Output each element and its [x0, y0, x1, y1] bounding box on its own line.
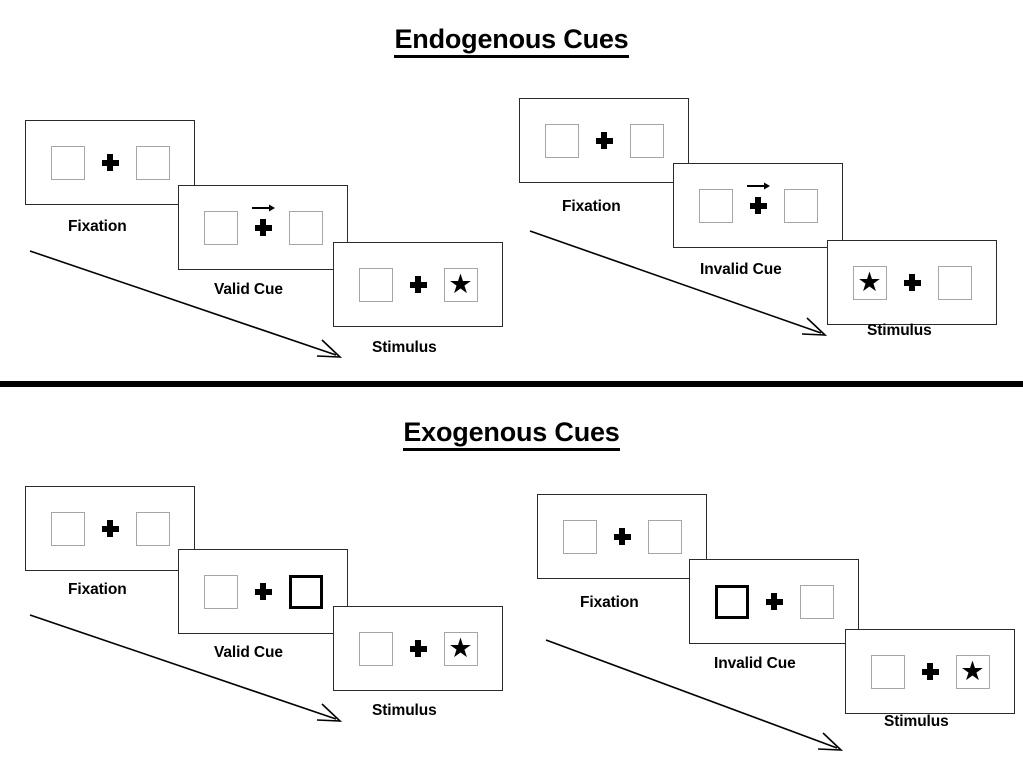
section-title-exogenous-text: Exogenous Cues: [403, 417, 620, 451]
stage-label-exogenous-valid-stimulus: Stimulus: [372, 702, 437, 719]
stage-label-exogenous-invalid-cue: Invalid Cue: [714, 655, 796, 672]
star-stimulus-icon: ★: [448, 268, 473, 300]
placeholder-box-right-target: ★: [955, 654, 990, 689]
panel-content: [203, 204, 323, 245]
panel-exogenous-invalid-stimulus: ★: [845, 629, 1015, 714]
stage-label-exogenous-invalid-stimulus: Stimulus: [884, 713, 949, 730]
stage-label-exogenous-valid-fixation: Fixation: [68, 581, 127, 598]
panel-endogenous-valid-fixation: [25, 120, 195, 205]
placeholder-box-right: [783, 188, 818, 223]
fixation-cross-icon: [595, 132, 613, 149]
stage-label-endogenous-valid-cue: Valid Cue: [214, 281, 283, 298]
placeholder-box-right: [135, 511, 170, 546]
placeholder-box-left: [544, 123, 579, 158]
placeholder-box-left: [358, 631, 393, 666]
panel-endogenous-valid-stimulus: ★: [333, 242, 503, 327]
star-stimulus-icon: ★: [448, 632, 473, 664]
panel-content: [698, 182, 818, 223]
placeholder-box-right: [629, 123, 664, 158]
section-title-exogenous: Exogenous Cues: [0, 417, 1023, 451]
placeholder-box-left: [870, 654, 905, 689]
arrow-right-cue-icon: [252, 204, 275, 212]
placeholder-box-right-target: ★: [443, 631, 478, 666]
fixation-cross-icon: [409, 276, 427, 293]
placeholder-box-right: [135, 145, 170, 180]
panel-content: [50, 511, 170, 546]
panel-exogenous-invalid-fixation: [537, 494, 707, 579]
fixation-cross-icon: [101, 520, 119, 537]
fixation-cross-icon: [613, 528, 631, 545]
panel-content: [203, 574, 323, 609]
panel-content: ★: [852, 265, 972, 300]
panel-exogenous-valid-stimulus: ★: [333, 606, 503, 691]
placeholder-box-left: [698, 188, 733, 223]
fixation-cross-icon: [252, 204, 275, 236]
stage-label-exogenous-valid-cue: Valid Cue: [214, 644, 283, 661]
panel-content: [714, 584, 834, 619]
panel-endogenous-invalid-cue: [673, 163, 843, 248]
arrow-right-cue-icon: [747, 182, 770, 190]
panel-content: [562, 519, 682, 554]
flow-arrow-exogenous-invalid: [545, 639, 844, 751]
placeholder-box-left: [358, 267, 393, 302]
fixation-cross-icon: [254, 583, 272, 600]
stage-label-endogenous-valid-fixation: Fixation: [68, 218, 127, 235]
stage-label-endogenous-invalid-fixation: Fixation: [562, 198, 621, 215]
placeholder-box-left-target: ★: [852, 265, 887, 300]
fixation-cross-icon: [765, 593, 783, 610]
placeholder-box-right: [799, 584, 834, 619]
panel-exogenous-valid-fixation: [25, 486, 195, 571]
fixation-cross-icon: [101, 154, 119, 171]
stage-label-endogenous-invalid-stimulus: Stimulus: [867, 322, 932, 339]
panel-content: [50, 145, 170, 180]
panel-content: [544, 123, 664, 158]
panel-content: ★: [358, 631, 478, 666]
placeholder-box-right-cued: [288, 574, 323, 609]
stage-label-endogenous-invalid-cue: Invalid Cue: [700, 261, 782, 278]
section-title-endogenous-text: Endogenous Cues: [394, 24, 629, 58]
placeholder-box-right: [288, 210, 323, 245]
fixation-cross-icon: [903, 274, 921, 291]
placeholder-box-right: [647, 519, 682, 554]
placeholder-box-left-cued: [714, 584, 749, 619]
placeholder-box-left: [203, 574, 238, 609]
placeholder-box-left: [50, 145, 85, 180]
placeholder-box-right: [937, 265, 972, 300]
stage-label-endogenous-valid-stimulus: Stimulus: [372, 339, 437, 356]
panel-endogenous-invalid-fixation: [519, 98, 689, 183]
panel-endogenous-valid-cue: [178, 185, 348, 270]
fixation-cross-icon: [921, 663, 939, 680]
fixation-cross-icon: [747, 182, 770, 214]
placeholder-box-left: [50, 511, 85, 546]
placeholder-box-left: [203, 210, 238, 245]
fixation-cross-icon: [409, 640, 427, 657]
panel-exogenous-invalid-cue: [689, 559, 859, 644]
panel-content: ★: [358, 267, 478, 302]
section-title-endogenous: Endogenous Cues: [0, 24, 1023, 58]
placeholder-box-left: [562, 519, 597, 554]
panel-exogenous-valid-cue: [178, 549, 348, 634]
star-stimulus-icon: ★: [960, 655, 985, 687]
star-stimulus-icon: ★: [857, 266, 882, 298]
panel-endogenous-invalid-stimulus: ★: [827, 240, 997, 325]
stage-label-exogenous-invalid-fixation: Fixation: [580, 594, 639, 611]
placeholder-box-right-target: ★: [443, 267, 478, 302]
section-divider: [0, 381, 1023, 387]
panel-content: ★: [870, 654, 990, 689]
